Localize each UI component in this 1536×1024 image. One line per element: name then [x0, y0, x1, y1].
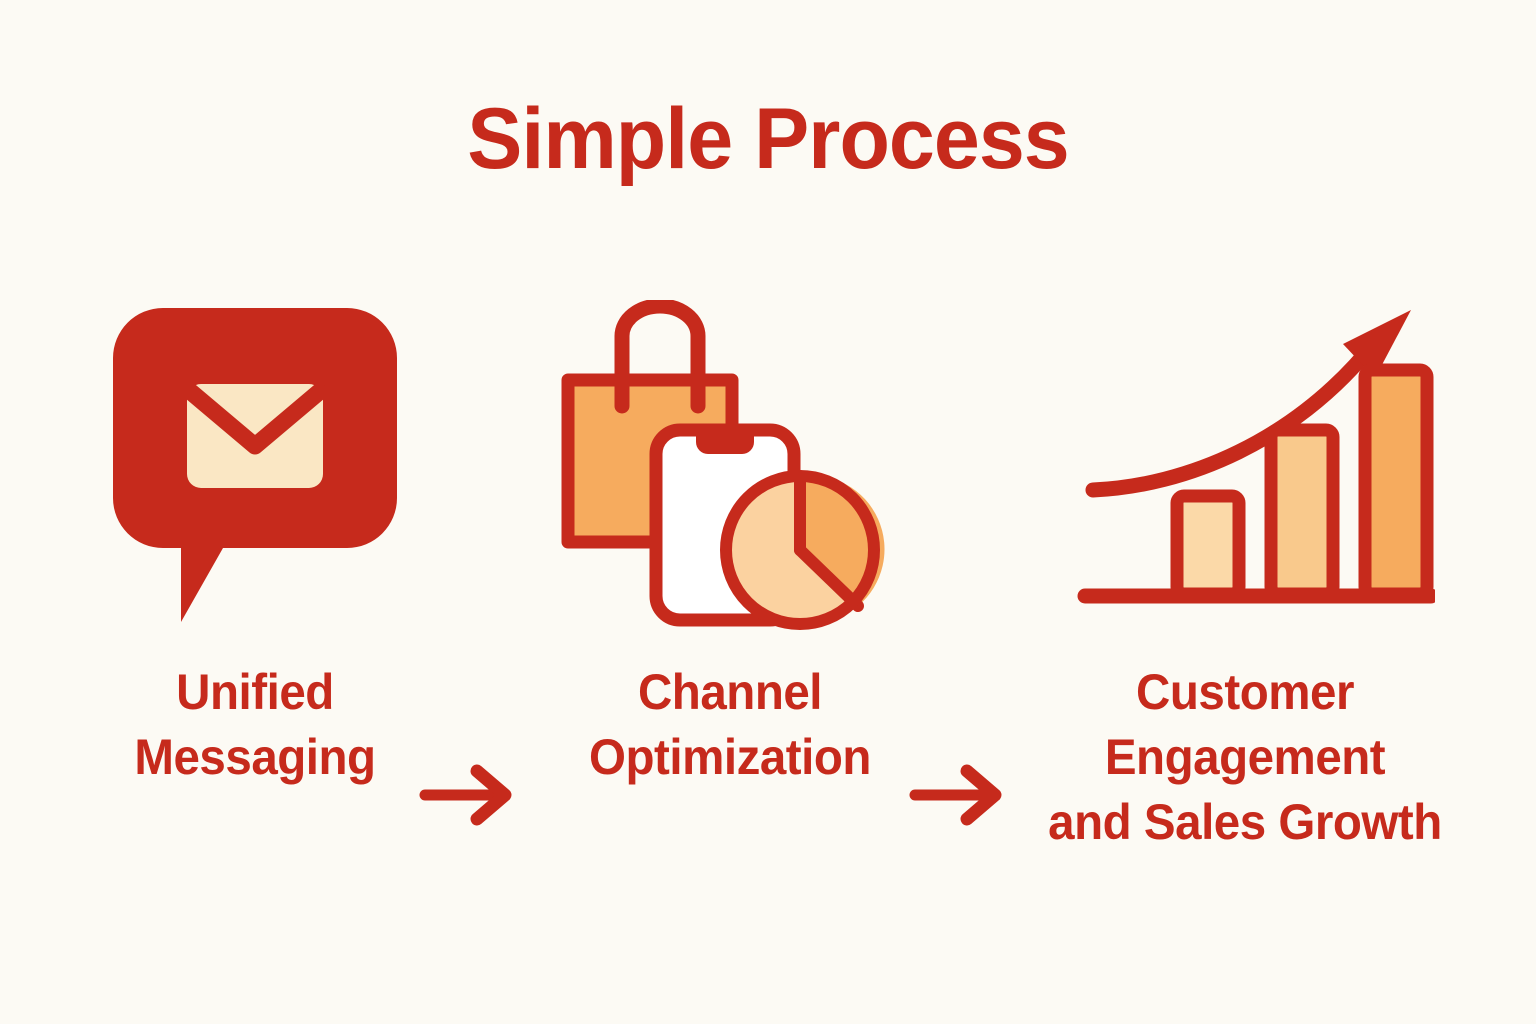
- bar-2: [1264, 423, 1340, 601]
- connector-arrow-1: [415, 755, 525, 835]
- step-1-label: Unified Messaging: [79, 660, 431, 790]
- process-labels-row: Unified Messaging Channel Optimization C…: [0, 660, 1536, 880]
- bar-3: [1358, 363, 1434, 601]
- step-3-label: Customer Engagement and Sales Growth: [1012, 660, 1478, 855]
- step-1-label-line-1: Unified: [176, 664, 334, 720]
- process-step-3[interactable]: [1020, 300, 1490, 720]
- step-2-label-line-2: Optimization: [589, 729, 871, 785]
- step-2-label-line-1: Channel: [637, 664, 823, 720]
- pie-chart-glyph: [720, 470, 885, 630]
- process-steps-row: [0, 300, 1536, 826]
- step-1-label-line-2: Messaging: [134, 729, 376, 785]
- growth-bar-chart-arrow-icon: [1077, 310, 1435, 604]
- step-3-label-line-3: and Sales Growth: [1048, 794, 1442, 850]
- speech-bubble-envelope-icon: [113, 308, 397, 622]
- step-3-label-line-1: Customer: [1136, 664, 1354, 720]
- step-2-icon-wrap: [530, 300, 930, 660]
- page-title: Simple Process: [467, 91, 1069, 187]
- bar-1: [1170, 489, 1246, 601]
- step-2-label: Channel Optimization: [531, 660, 930, 790]
- process-step-2[interactable]: [530, 300, 930, 720]
- step-1-icon-wrap: [70, 300, 440, 660]
- shopping-bag-phone-pie-chart-icon: [561, 300, 885, 630]
- arrow-right-icon: [909, 764, 1002, 826]
- step-3-label-line-2: Engagement: [1104, 729, 1386, 785]
- step-3-icon-wrap: [1020, 300, 1490, 660]
- process-step-1[interactable]: [70, 300, 440, 720]
- arrow-right-icon: [419, 764, 512, 826]
- connector-arrow-2: [905, 755, 1015, 835]
